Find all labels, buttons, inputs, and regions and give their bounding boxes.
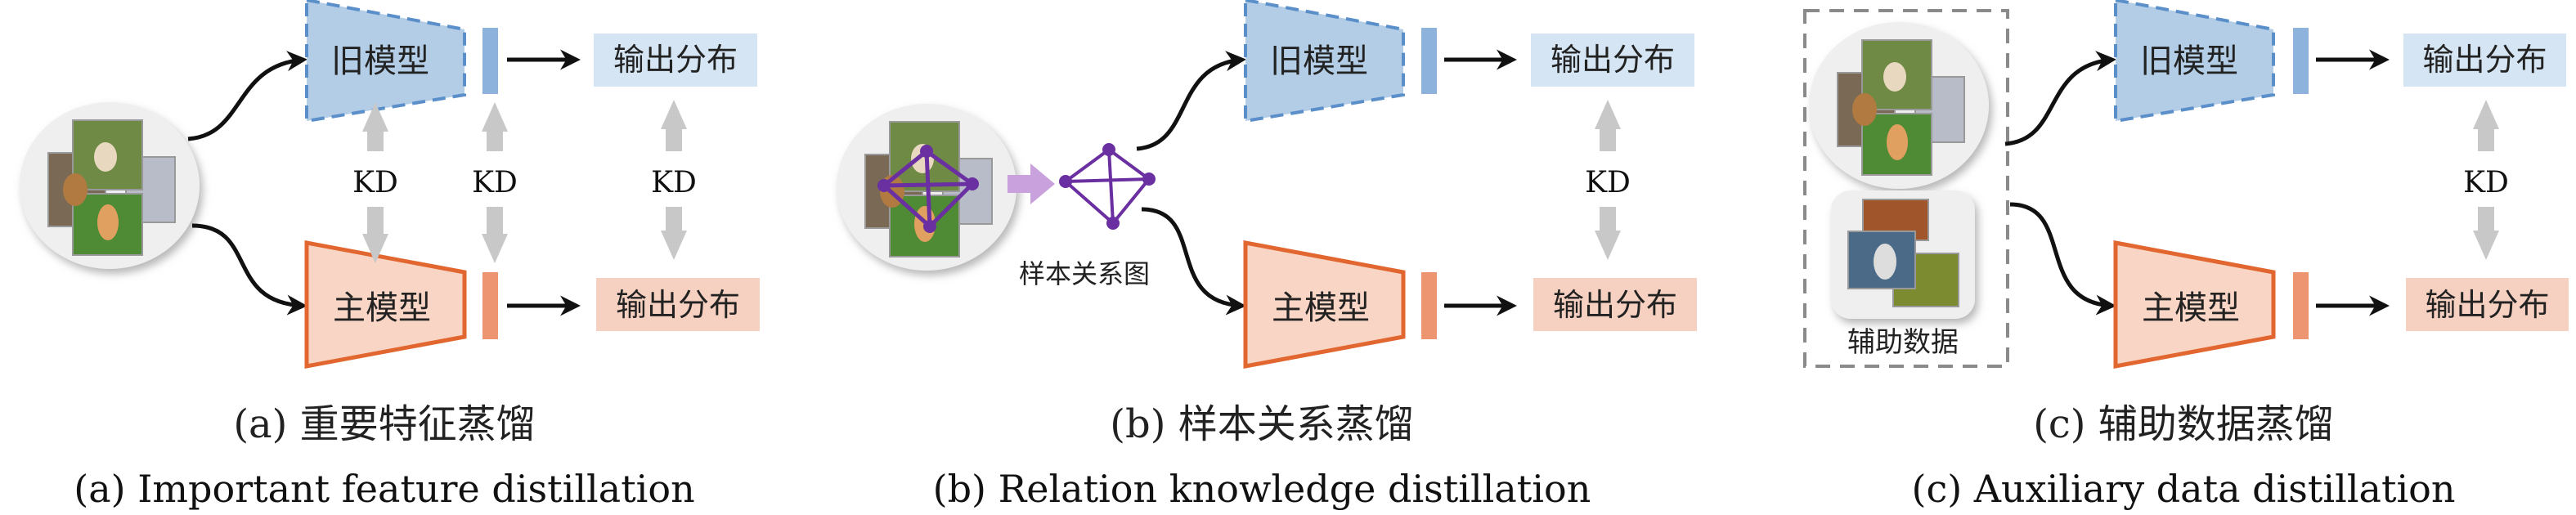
graph-edge xyxy=(1064,148,1111,183)
main-feature-bar xyxy=(482,272,498,339)
graph-edge xyxy=(928,182,974,228)
old-output-box xyxy=(2403,34,2566,87)
sample-images xyxy=(1837,39,1965,176)
graph-edge xyxy=(925,149,974,186)
cat-shape xyxy=(1887,124,1908,160)
old-output-box xyxy=(1531,34,1694,87)
main-output-box xyxy=(2406,278,2569,331)
main-model-label: 主模型 xyxy=(2142,289,2240,327)
panel-c: 辅助数据旧模型输出分布主模型输出分布KD(c) 辅助数据蒸馏(c) Auxili… xyxy=(1803,0,2569,511)
dog-shape xyxy=(94,142,117,172)
kd-arrow-up xyxy=(362,102,388,151)
old-feature-bar xyxy=(1421,28,1437,94)
graph-node xyxy=(1106,217,1120,230)
old-model-trapezoid xyxy=(2114,0,2275,123)
graph-edge xyxy=(1064,180,1115,225)
cat-shape xyxy=(97,204,119,240)
kd-label: KD xyxy=(352,166,398,199)
caption-en: (c) Auxiliary data distillation xyxy=(1912,467,2456,511)
main-output-label: 输出分布 xyxy=(2425,287,2549,323)
kd-label: KD xyxy=(1585,166,1631,199)
caption-en: (a) Important feature distillation xyxy=(74,467,694,511)
kd-arrow-up xyxy=(482,102,508,151)
graph-node xyxy=(966,177,979,190)
kd-arrow-down xyxy=(362,207,388,263)
caption-zh: (c) 辅助数据蒸馏 xyxy=(2033,401,2334,447)
input-to-old-arrow xyxy=(187,51,307,141)
old-feature-bar xyxy=(482,28,498,94)
graph-edge xyxy=(1111,177,1151,225)
kd-arrow-up xyxy=(661,100,687,151)
main-model-trapezoid xyxy=(2113,240,2276,369)
relation-arrow xyxy=(1008,163,1055,204)
graph-edge xyxy=(1107,149,1115,224)
kd-label: KD xyxy=(2463,166,2509,199)
aux-images xyxy=(1847,199,1959,307)
caption-zh: (a) 重要特征蒸馏 xyxy=(233,401,535,447)
old-output-box xyxy=(594,34,757,87)
kd-arrow-down xyxy=(2473,207,2499,260)
graph-edge xyxy=(882,150,928,187)
input-to-main-arrow xyxy=(191,223,307,316)
main-model-trapezoid xyxy=(304,240,467,369)
panel-b: 样本关系图旧模型输出分布主模型输出分布KD(b) 样本关系蒸馏(b) Relat… xyxy=(837,0,1697,511)
main-feature-bar xyxy=(2293,272,2309,339)
graph-edge xyxy=(924,150,932,227)
main-output-box xyxy=(1533,278,1697,331)
kd-arrow-up xyxy=(2473,100,2499,151)
graph-node xyxy=(1059,175,1072,188)
graph-node xyxy=(1102,143,1115,156)
input-to-main-arrow xyxy=(1141,207,1246,316)
graph-label: 样本关系图 xyxy=(1019,258,1150,289)
graph-edge xyxy=(1065,177,1150,183)
graph-node xyxy=(920,145,933,158)
main-model-label: 主模型 xyxy=(1272,289,1370,327)
graph-edge xyxy=(883,181,973,188)
old-model-label: 旧模型 xyxy=(331,43,429,80)
old-output-label: 输出分布 xyxy=(2422,42,2547,78)
kd-arrow-up xyxy=(1595,100,1621,151)
old-feature-bar xyxy=(2293,28,2309,94)
old-output-label: 输出分布 xyxy=(1551,42,1675,78)
main-model-trapezoid xyxy=(1243,240,1406,369)
sample-images xyxy=(47,119,176,256)
kd-arrow-down xyxy=(661,207,687,260)
aux-data-label: 辅助数据 xyxy=(1847,326,1959,359)
old-output-label: 输出分布 xyxy=(613,42,738,78)
old-model-label: 旧模型 xyxy=(1270,43,1368,80)
main-output-label: 输出分布 xyxy=(616,287,740,323)
puppy-shape xyxy=(1852,93,1877,126)
caption-zh: (b) 样本关系蒸馏 xyxy=(1110,401,1413,447)
caption-en: (b) Relation knowledge distillation xyxy=(933,467,1591,511)
graph-edge xyxy=(1107,148,1151,181)
old-model-trapezoid xyxy=(1244,0,1405,123)
graph-node xyxy=(1142,172,1156,186)
cat-photo xyxy=(889,195,960,258)
sample-relation-graph xyxy=(1059,143,1156,230)
input-to-old-arrow xyxy=(1136,51,1246,151)
graph-node xyxy=(877,179,891,192)
dogs-photo xyxy=(1861,39,1932,110)
kd-arrow-down xyxy=(1595,207,1621,260)
puppy-shape xyxy=(63,173,88,206)
aux-dashed-box xyxy=(1803,9,2009,368)
kd-label: KD xyxy=(472,166,518,199)
main-output-label: 输出分布 xyxy=(1553,287,1677,323)
kd-label: KD xyxy=(651,166,697,199)
relation-graph-overlay xyxy=(877,145,979,233)
old-model-trapezoid xyxy=(305,0,466,123)
graph-node xyxy=(923,220,936,233)
graph-edge xyxy=(882,184,931,228)
old-model-label: 旧模型 xyxy=(2140,43,2238,80)
dog-shape xyxy=(1883,62,1906,92)
kd-arrow-down xyxy=(482,207,508,263)
main-output-box xyxy=(596,278,760,331)
input-to-old-arrow xyxy=(2004,51,2116,146)
main-model-label: 主模型 xyxy=(333,289,431,327)
main-feature-bar xyxy=(1421,272,1437,339)
sheep-shape xyxy=(1874,244,1896,280)
input-to-main-arrow xyxy=(2009,202,2116,316)
